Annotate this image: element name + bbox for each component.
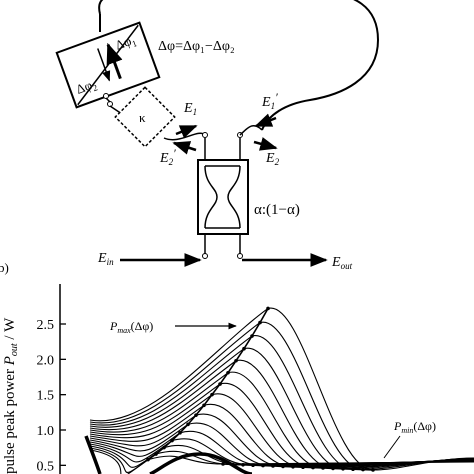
pmax-label: Pmax(Δφ)	[109, 319, 153, 335]
pmin-envelope-marker	[311, 465, 315, 470]
panel-label-b: b)	[0, 260, 9, 275]
pmin-envelope-marker	[301, 465, 305, 470]
kappa-label: κ	[139, 110, 146, 125]
pmax-envelope-marker	[234, 358, 238, 363]
pmax-envelope-marker	[162, 445, 166, 450]
pmax-envelope-marker	[194, 413, 198, 417]
e1-arrow	[175, 124, 198, 139]
y-tick-label: 1.0	[37, 424, 55, 439]
envelope-lines	[146, 306, 375, 472]
pmin-envelope-marker	[271, 464, 275, 468]
phase-up-arrow	[106, 42, 123, 80]
pmax-envelope-marker	[146, 457, 150, 462]
pmin-pointer	[383, 435, 401, 459]
dphi2-label: Δφ2	[74, 76, 99, 99]
y-axis-label: pulse peak power Pout / W	[2, 317, 20, 474]
e2-arrow	[253, 137, 278, 151]
pmin-envelope-marker	[231, 462, 235, 467]
pmax-envelope	[147, 308, 269, 461]
pmax-envelope-marker	[258, 320, 262, 325]
e2p-label: E2′	[159, 146, 176, 167]
dphi1-label: Δφ1	[113, 32, 138, 55]
e2-label: E2	[265, 151, 280, 167]
e1p-label: E1′	[261, 90, 278, 111]
pmin-envelope-marker	[321, 466, 325, 470]
pmax-envelope-marker	[210, 392, 214, 397]
ring-loop	[98, 0, 380, 131]
pmin-envelope-marker	[281, 464, 285, 469]
resonator-diagram: Δφ1 Δφ2 Δφ=Δφ₁−Δφ₂ κ E1 E2′ E1′ E2 α:(1−…	[55, 0, 380, 271]
coupler-port-dot	[202, 132, 208, 138]
kappa-box	[114, 86, 176, 148]
pmax-envelope-marker	[202, 403, 206, 408]
e2p-arrow	[172, 141, 197, 155]
e1p-arrow	[254, 113, 277, 128]
right-waveguide	[239, 125, 263, 136]
connector-wire	[105, 97, 111, 103]
power-curve	[89, 335, 474, 470]
e1-label: E1	[183, 101, 197, 117]
pmin-envelope	[222, 463, 374, 471]
y-tick-label: 2.5	[37, 318, 55, 333]
power-curve	[89, 359, 474, 469]
power-chart: b) pulse peak power Pout / W 0.5 1.0 1.5 2.…	[0, 260, 474, 474]
curve-family	[84, 307, 474, 474]
pmax-envelope-marker	[242, 346, 246, 351]
phase-shifter-contents: Δφ1 Δφ2	[74, 24, 139, 106]
pmin-envelope-marker	[221, 462, 225, 466]
pmin-envelope-marker	[251, 463, 255, 468]
pmin-envelope-marker	[291, 465, 295, 469]
y-ticks: 0.5 1.0 1.5 2.0 2.5	[37, 318, 66, 474]
power-curve	[89, 449, 474, 474]
connector-dot	[107, 101, 113, 107]
power-curve	[89, 347, 474, 470]
coupler-ratio: α:(1−α)	[254, 202, 300, 218]
pmin-envelope-marker	[261, 463, 265, 468]
pmax-envelope-marker	[186, 422, 190, 427]
power-curve	[89, 322, 474, 471]
eout-label: Eout	[331, 255, 353, 271]
pmax-envelope-marker	[178, 431, 182, 435]
pmin-envelope-marker	[331, 466, 335, 471]
pmin-envelope-marker	[351, 467, 355, 472]
y-tick-label: 0.5	[37, 459, 55, 474]
ein-label: Ein	[97, 251, 114, 267]
pmax-envelope-marker	[266, 306, 270, 311]
coupler-port-dot	[237, 253, 243, 259]
pmin-envelope-marker	[341, 467, 345, 471]
pmax-envelope-marker	[226, 370, 230, 375]
pmax-envelope-marker	[218, 382, 222, 386]
connector-dot	[103, 93, 109, 99]
coupler-waveguides	[204, 165, 241, 229]
pmax-envelope-marker	[154, 452, 158, 456]
left-waveguide	[163, 132, 206, 141]
phase-down-arrow	[97, 48, 111, 82]
pmax-envelope-marker	[250, 334, 254, 338]
y-tick-label: 2.0	[37, 353, 55, 368]
pmin-label: Pmin(Δφ)	[393, 419, 436, 435]
left-bold-segment	[84, 435, 102, 474]
pmin-envelope-marker	[361, 467, 365, 472]
y-tick-label: 1.5	[37, 389, 55, 404]
pmin-envelope-marker	[371, 468, 375, 472]
highlighted-curve	[149, 452, 253, 474]
phase-equation: Δφ=Δφ₁−Δφ₂	[158, 39, 235, 54]
power-curve	[89, 307, 474, 471]
coupler-port-dot	[202, 253, 208, 259]
pmax-envelope-marker	[170, 438, 174, 443]
pmin-envelope-marker	[241, 463, 245, 467]
